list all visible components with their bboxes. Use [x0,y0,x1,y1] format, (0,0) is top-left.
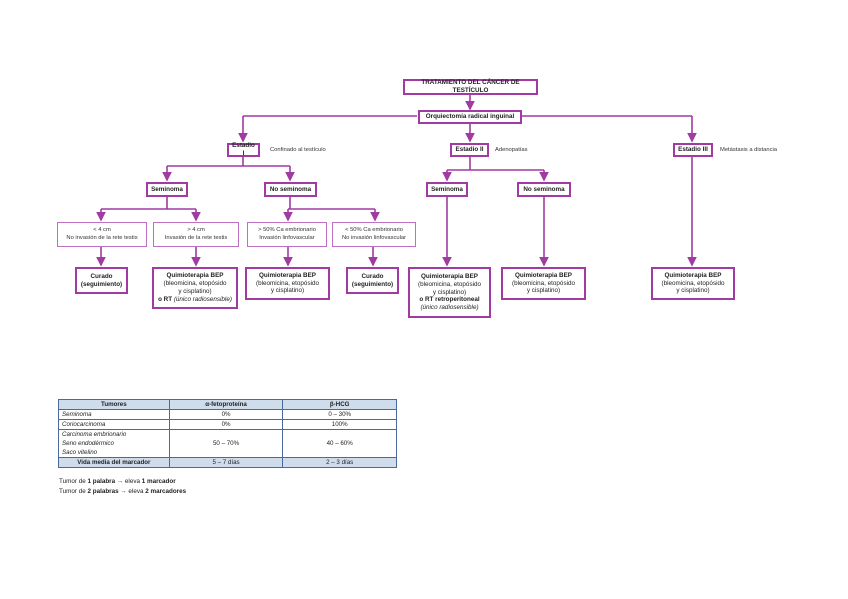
stage-1-note: Confinado al testículo [270,147,326,153]
footnote-two-words: Tumor de 2 palabras → eleva 2 marcadores [59,488,187,495]
outcome-bep-stage-3: Quimioterapia BEP (bleomicina, etopósido… [651,267,735,300]
tumor-cell: Carcinoma embrionario [58,429,170,439]
afp-cell: 0% [168,419,284,430]
outcome-bep-or-rt: Quimioterapia BEP (bleomicina, etopósido… [152,267,238,309]
stage-3-note: Metástasis a distancia [720,147,778,153]
criteria-lt4cm: < 4 cm No invasión de la rete testis [57,222,147,247]
tumor-cell: Coriocarcinoma [58,419,170,430]
surgery-node: Orquiectomía radical inguinal [418,110,522,124]
stage-2-note: Adenopatías [495,147,528,153]
hcg-cell: 40 – 60% [282,429,397,458]
tumor-cell: Seminoma [58,409,170,420]
afp-cell: 0% [168,409,284,420]
header-tumors: Tumores [58,399,170,410]
afp-cell: 50 – 70% [168,429,284,458]
stage-2-no-seminoma-node: No seminoma [517,182,571,197]
outcome-cured-no-seminoma: Curado (seguimiento) [346,267,399,294]
table-footer-row: Vida media del marcador 5 – 7 días 2 – 3… [58,457,397,468]
stage-1-node: Estadio I [227,142,260,157]
stage-3-node: Estadio III [673,143,713,157]
criteria-lt50-embryonal: < 50% Ca embrionario No invasión linfova… [332,222,416,247]
outcome-bep-no-seminoma-1: Quimioterapia BEP (bleomicina, etopósido… [245,267,330,300]
footnote-one-word: Tumor de 1 palabra → eleva 1 marcador [59,478,176,485]
table-row: Seno endodérmico [58,439,397,448]
tumor-markers-table: Tumores α-fetoproteína β-HCG Seminoma 0%… [58,399,397,468]
flowchart-title: TRATAMIENTO DEL CÁNCER DE TESTÍCULO [403,79,538,95]
footer-afp: 5 – 7 días [168,457,284,468]
outcome-bep-or-rt-retro: Quimioterapia BEP (bleomicina, etopósido… [408,267,491,318]
tumor-cell: Saco vitelino [58,448,170,458]
stage-2-node: Estadio II [450,143,489,157]
header-hcg: β-HCG [282,399,397,410]
stage-2-seminoma-node: Seminoma [426,182,468,197]
stage-1-no-seminoma-node: No seminoma [264,182,317,197]
tumor-cell: Seno endodérmico [58,439,170,448]
footer-label: Vida media del marcador [58,457,170,468]
table-row: Coriocarcinoma 0% 100% [58,419,397,430]
stage-1-seminoma-node: Seminoma [146,182,188,197]
outcome-cured-seminoma: Curado (seguimiento) [75,267,128,294]
header-afp: α-fetoproteína [168,399,284,410]
hcg-cell: 0 – 30% [282,409,397,420]
table-row: Carcinoma embrionario 50 – 70% 40 – 60% [58,429,397,458]
criteria-gt50-embryonal: > 50% Ca embrionario Invasión linfovascu… [247,222,327,247]
criteria-gt4cm: > 4 cm Invasión de la rete testis [153,222,239,247]
outcome-bep-no-seminoma-2: Quimioterapia BEP (bleomicina, etopósido… [501,267,586,300]
table-row: Seminoma 0% 0 – 30% [58,409,397,420]
hcg-cell: 100% [282,419,397,430]
table-header-row: Tumores α-fetoproteína β-HCG [58,399,397,410]
footer-hcg: 2 – 3 días [282,457,397,468]
